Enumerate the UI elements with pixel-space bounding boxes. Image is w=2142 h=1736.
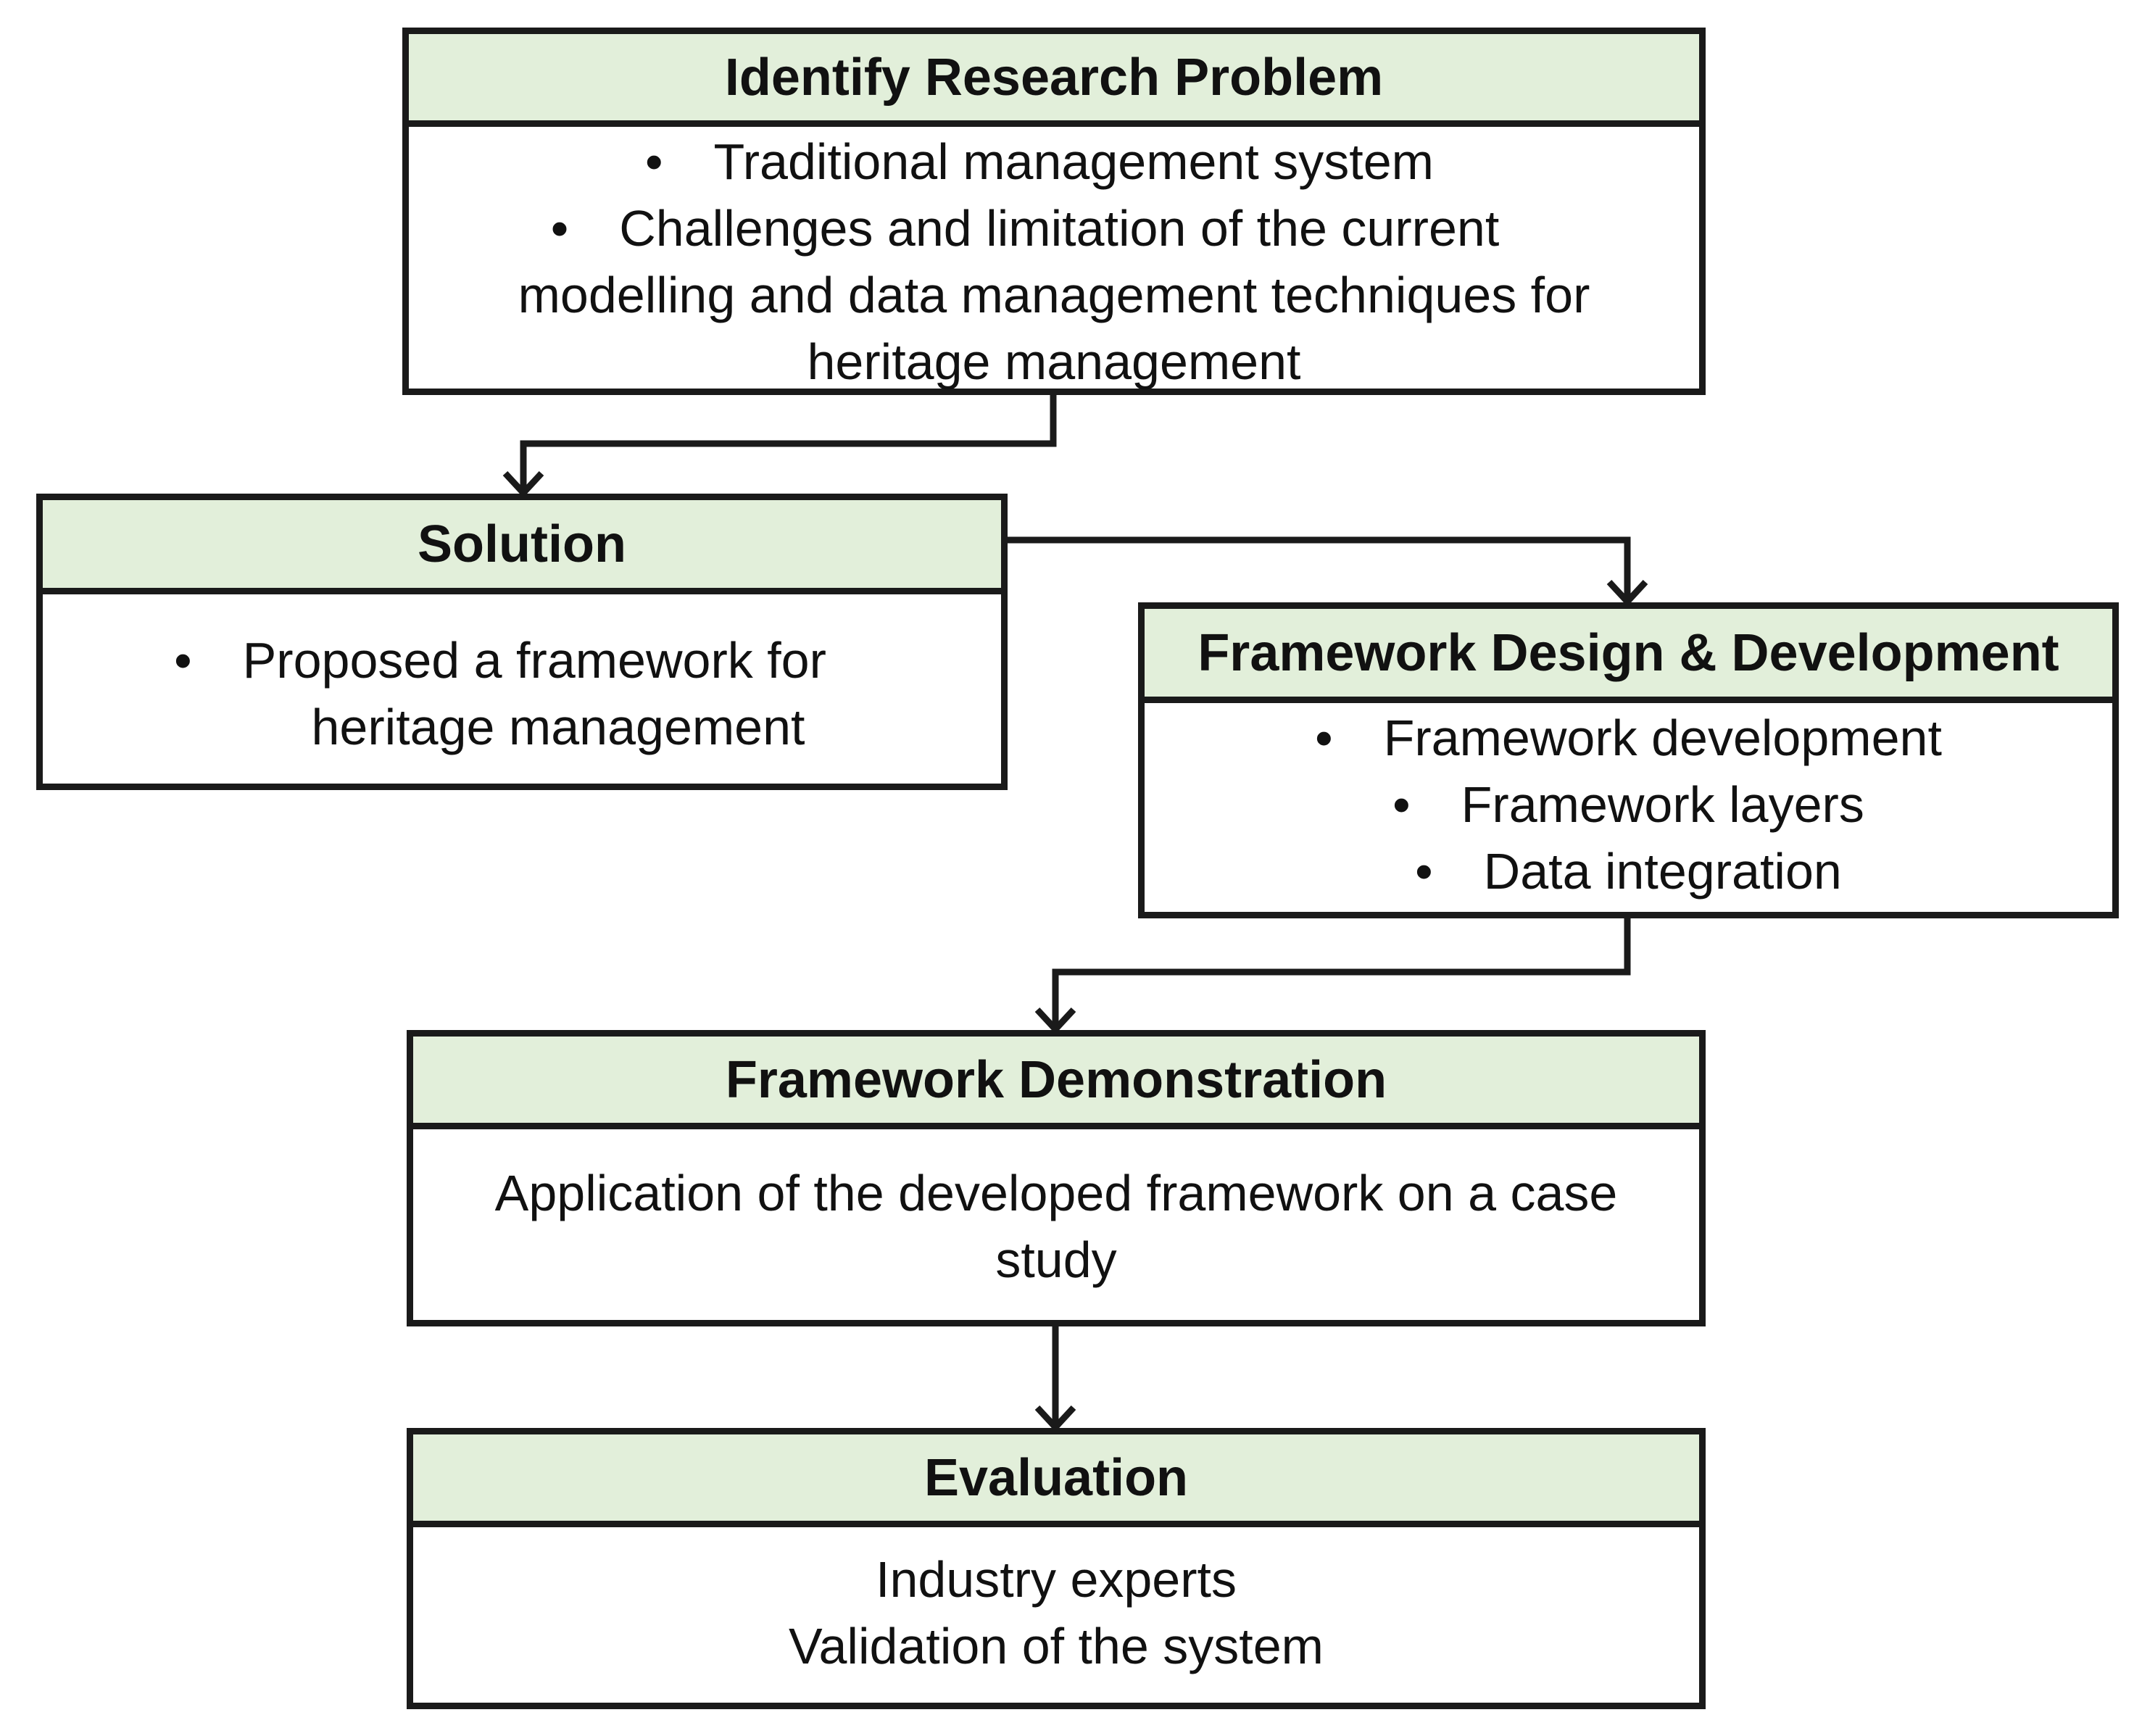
body-line: Application of the developed framework o… xyxy=(494,1165,1618,1221)
arrow-problem-to-solution xyxy=(520,395,1057,490)
framework-demonstration-box: Framework Demonstration Application of t… xyxy=(407,1030,1706,1326)
solution-box: Solution •Proposed a framework for herit… xyxy=(36,494,1008,790)
list-item: •Traditional management system xyxy=(645,133,1434,190)
arrowhead-evaluation xyxy=(1034,1405,1076,1432)
arrow-solution-to-design xyxy=(1008,536,1631,599)
list-item: •Proposed a framework for xyxy=(174,632,826,689)
framework-demonstration-body: Application of the developed framework o… xyxy=(413,1129,1699,1293)
arrowhead-solution xyxy=(502,470,544,498)
evaluation-box: Evaluation Industry experts Validation o… xyxy=(407,1428,1706,1709)
list-item-continuation: modelling and data management techniques… xyxy=(518,267,1590,323)
research-problem-body: •Traditional management system •Challeng… xyxy=(409,127,1699,395)
framework-demonstration-title: Framework Demonstration xyxy=(413,1037,1699,1129)
list-item-continuation: heritage management xyxy=(311,699,805,755)
list-item: •Framework layers xyxy=(1392,776,1864,833)
body-line: study xyxy=(995,1232,1117,1288)
list-item: •Challenges and limitation of the curren… xyxy=(550,200,1500,257)
list-item: •Data integration xyxy=(1415,843,1842,900)
body-line: Industry experts xyxy=(876,1551,1237,1608)
solution-title: Solution xyxy=(43,500,1001,594)
body-line: Validation of the system xyxy=(789,1618,1324,1674)
list-item: •Framework development xyxy=(1315,710,1942,766)
solution-body: •Proposed a framework for heritage manag… xyxy=(43,594,1001,760)
evaluation-title: Evaluation xyxy=(413,1434,1699,1527)
arrow-design-to-demonstration xyxy=(1052,918,1631,1026)
framework-design-box: Framework Design & Development •Framewor… xyxy=(1138,602,2119,918)
evaluation-body: Industry experts Validation of the syste… xyxy=(413,1527,1699,1679)
arrowhead-demonstration xyxy=(1034,1007,1076,1034)
research-problem-box: Identify Research Problem •Traditional m… xyxy=(402,28,1706,395)
framework-design-title: Framework Design & Development xyxy=(1145,609,2112,703)
arrowhead-design xyxy=(1606,579,1648,607)
framework-design-body: •Framework development •Framework layers… xyxy=(1145,703,2112,905)
list-item-continuation: heritage management xyxy=(807,333,1301,390)
research-problem-title: Identify Research Problem xyxy=(409,34,1699,127)
